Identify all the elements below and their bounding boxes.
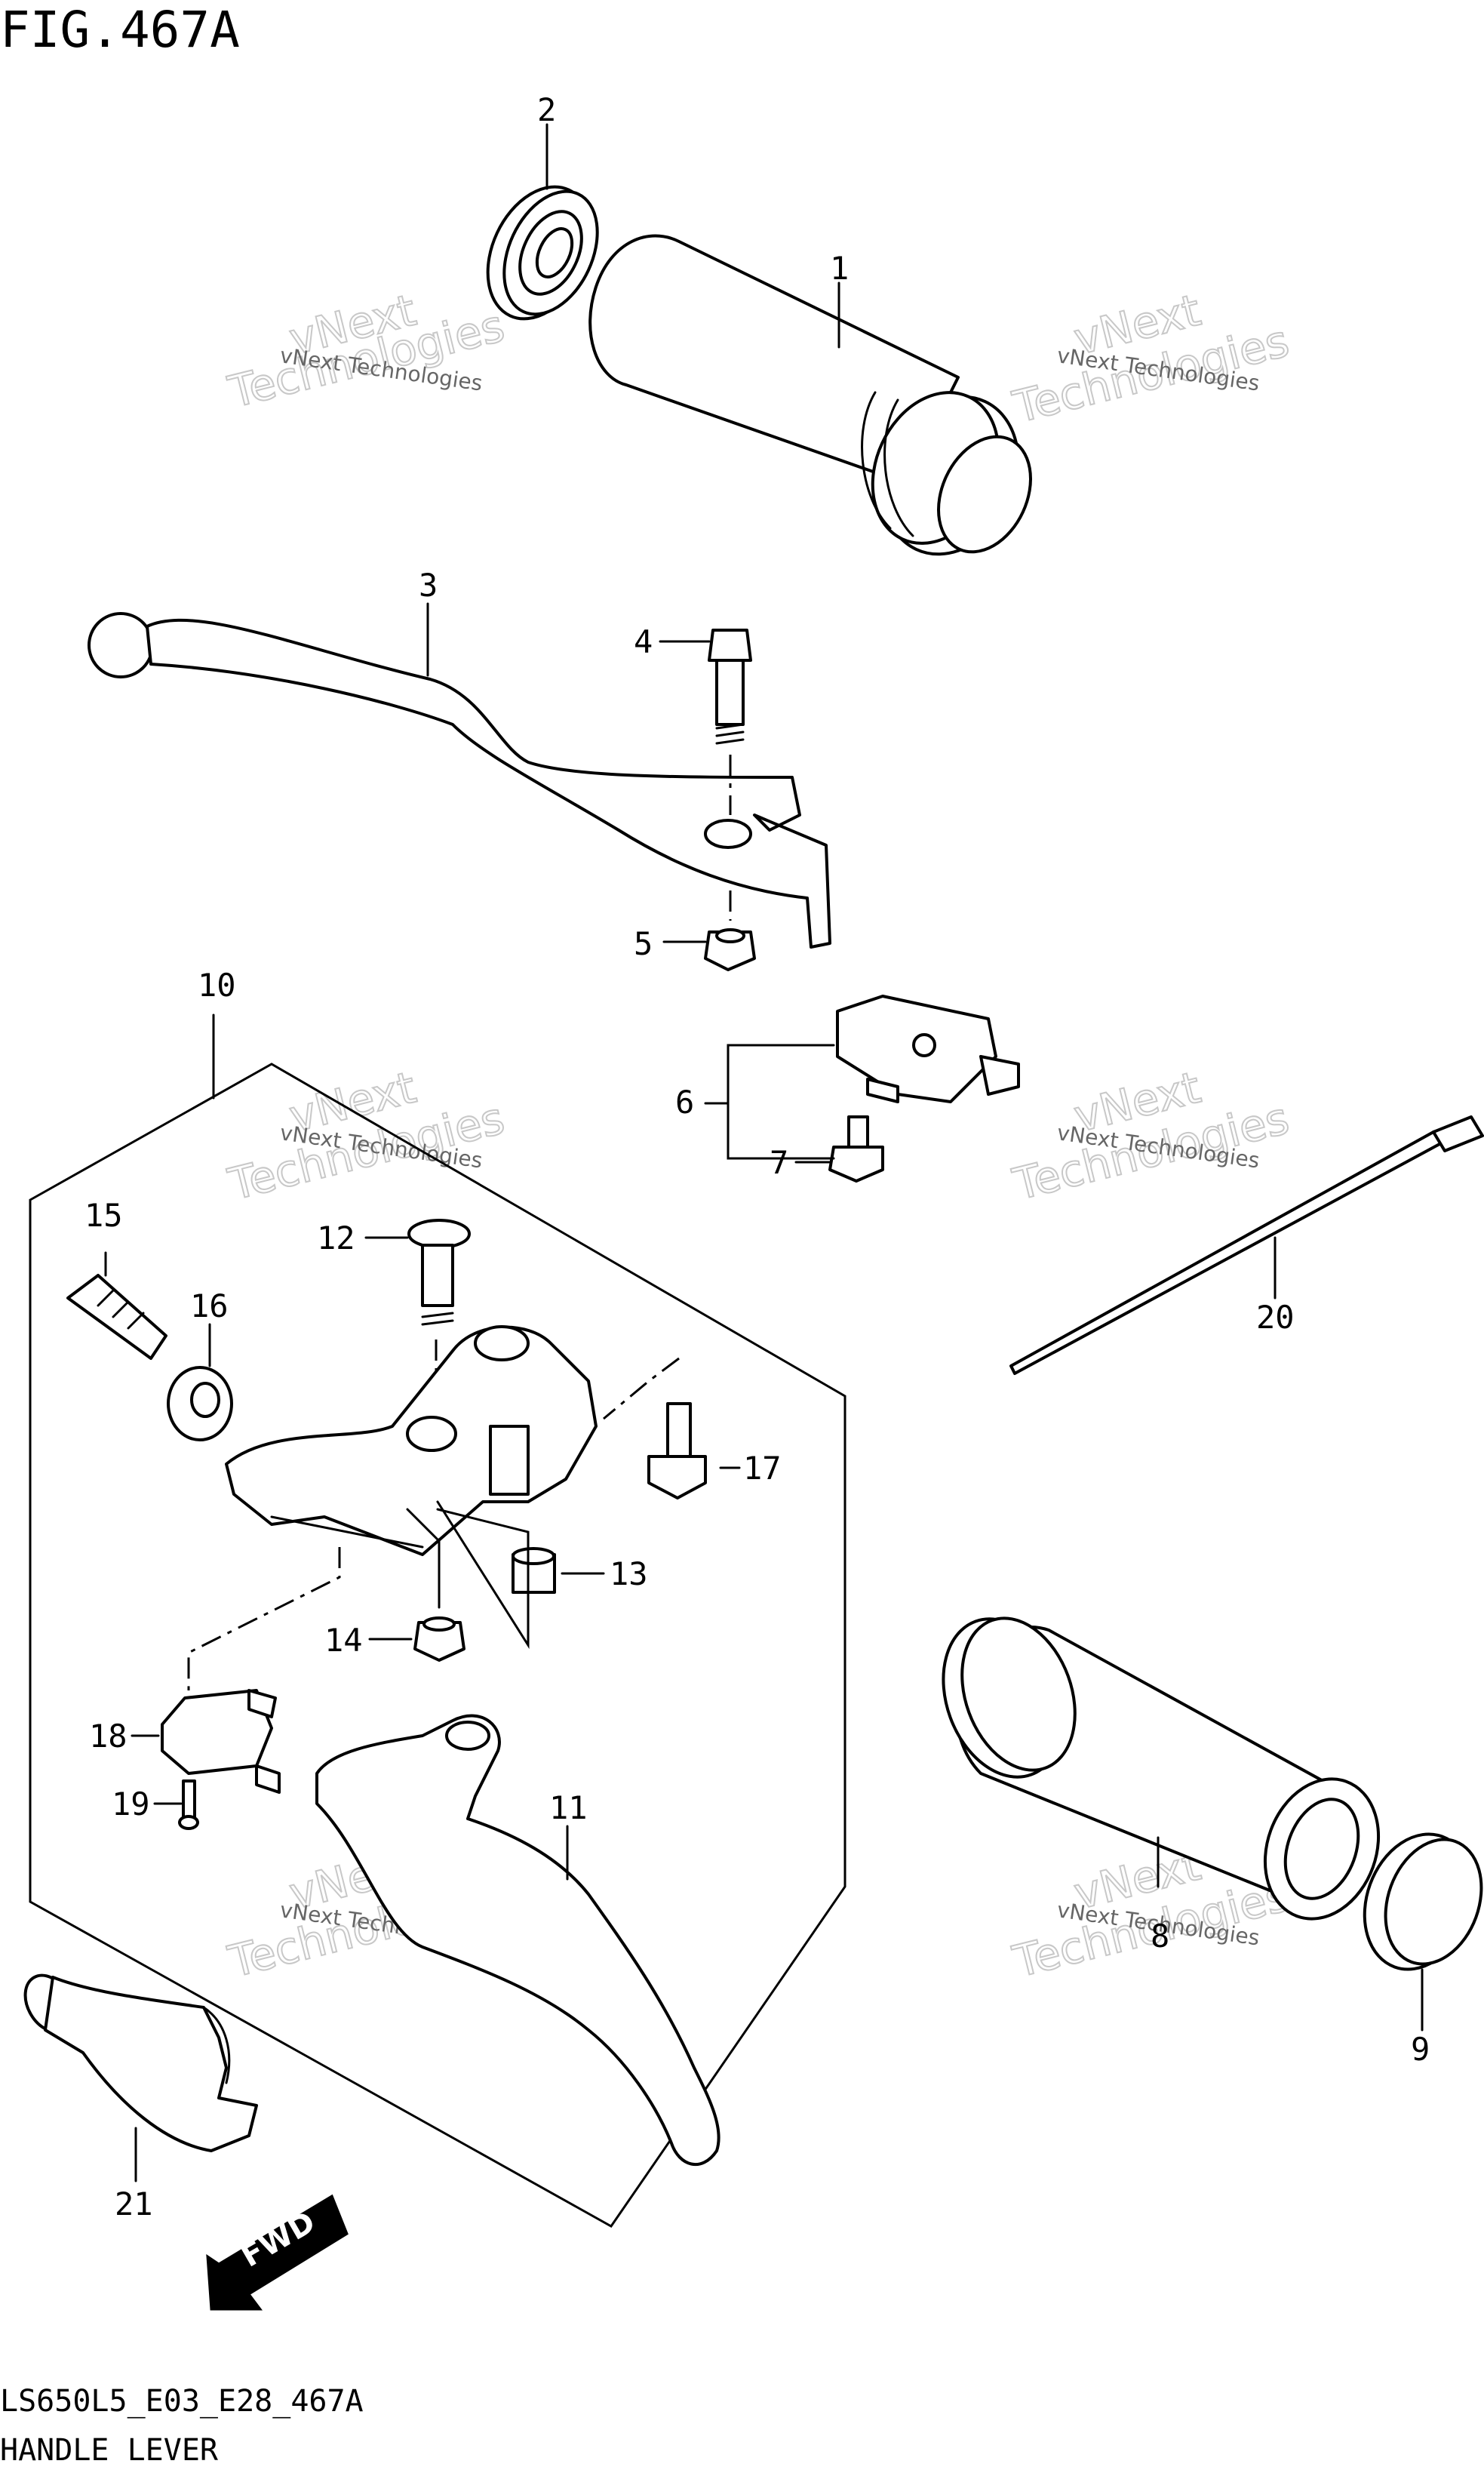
part-7-screw	[828, 1115, 884, 1183]
figure-name: HANDLE LEVER	[0, 2433, 219, 2468]
callout-bracket-6-7	[704, 1044, 835, 1160]
callout-3: 3	[419, 567, 438, 604]
callout-7: 7	[770, 1144, 788, 1181]
part-18-clutch-switch	[161, 1547, 341, 1794]
callout-1: 1	[830, 250, 849, 287]
callout-8: 8	[1151, 1918, 1169, 1955]
part-13-collar	[436, 1500, 556, 1650]
part-8-handlebar-grip	[942, 1616, 1381, 1921]
part-5-nut	[704, 890, 756, 971]
part-15-adjuster-screw	[66, 1274, 167, 1360]
callout-5: 5	[634, 925, 653, 962]
part-4-pivot-bolt	[708, 629, 752, 815]
assembly-box-10	[29, 1063, 846, 2228]
part-3-brake-lever	[88, 612, 831, 949]
part-11-clutch-lever	[315, 1714, 720, 2167]
part-19-screw	[178, 1779, 199, 1830]
part-12-pivot-bolt	[407, 1219, 471, 1381]
callout-20: 20	[1256, 1299, 1295, 1336]
part-14-nut	[413, 1538, 465, 1662]
callout-18: 18	[89, 1718, 128, 1755]
part-17-bolt	[603, 1357, 707, 1499]
callout-11: 11	[549, 1789, 588, 1826]
callout-2: 2	[537, 91, 556, 128]
leader-lines	[104, 123, 1424, 2182]
fwd-arrow-icon: FWD	[206, 2194, 349, 2311]
watermark-1: Technologies vNext vNext Technologies	[223, 284, 510, 419]
part-2-grip-end	[486, 185, 599, 321]
callout-4: 4	[634, 623, 653, 660]
part-16-locknut	[167, 1366, 233, 1441]
part-9-bar-end	[1363, 1832, 1483, 1971]
callout-16: 16	[190, 1287, 229, 1324]
callout-15: 15	[84, 1197, 123, 1234]
part-1-throttle-grip	[588, 234, 1032, 556]
callout-21: 21	[115, 2185, 153, 2222]
part-20-cable-tie	[1009, 1115, 1484, 1375]
callout-6: 6	[675, 1084, 694, 1121]
part-6-brake-switch	[836, 995, 1020, 1103]
callout-17: 17	[743, 1450, 782, 1487]
callout-10: 10	[198, 967, 236, 1004]
callout-12: 12	[317, 1220, 355, 1256]
callout-9: 9	[1411, 2031, 1430, 2068]
watermark-3: Technologies vNext vNext Technologies	[223, 1061, 510, 1211]
figure-title: FIG.467A	[0, 1, 240, 59]
figure-code: LS650L5_E03_E28_467A	[0, 2384, 364, 2419]
clutch-lever-holder	[225, 1325, 598, 1556]
part-21-lever-cover	[23, 1973, 258, 2152]
watermark-2: Technologies vNext vNext Technologies	[1007, 284, 1295, 434]
callout-19: 19	[112, 1786, 150, 1822]
callout-14: 14	[324, 1622, 363, 1659]
callout-13: 13	[610, 1555, 648, 1592]
watermark-4: Technologies vNext vNext Technologies	[1007, 1061, 1295, 1211]
